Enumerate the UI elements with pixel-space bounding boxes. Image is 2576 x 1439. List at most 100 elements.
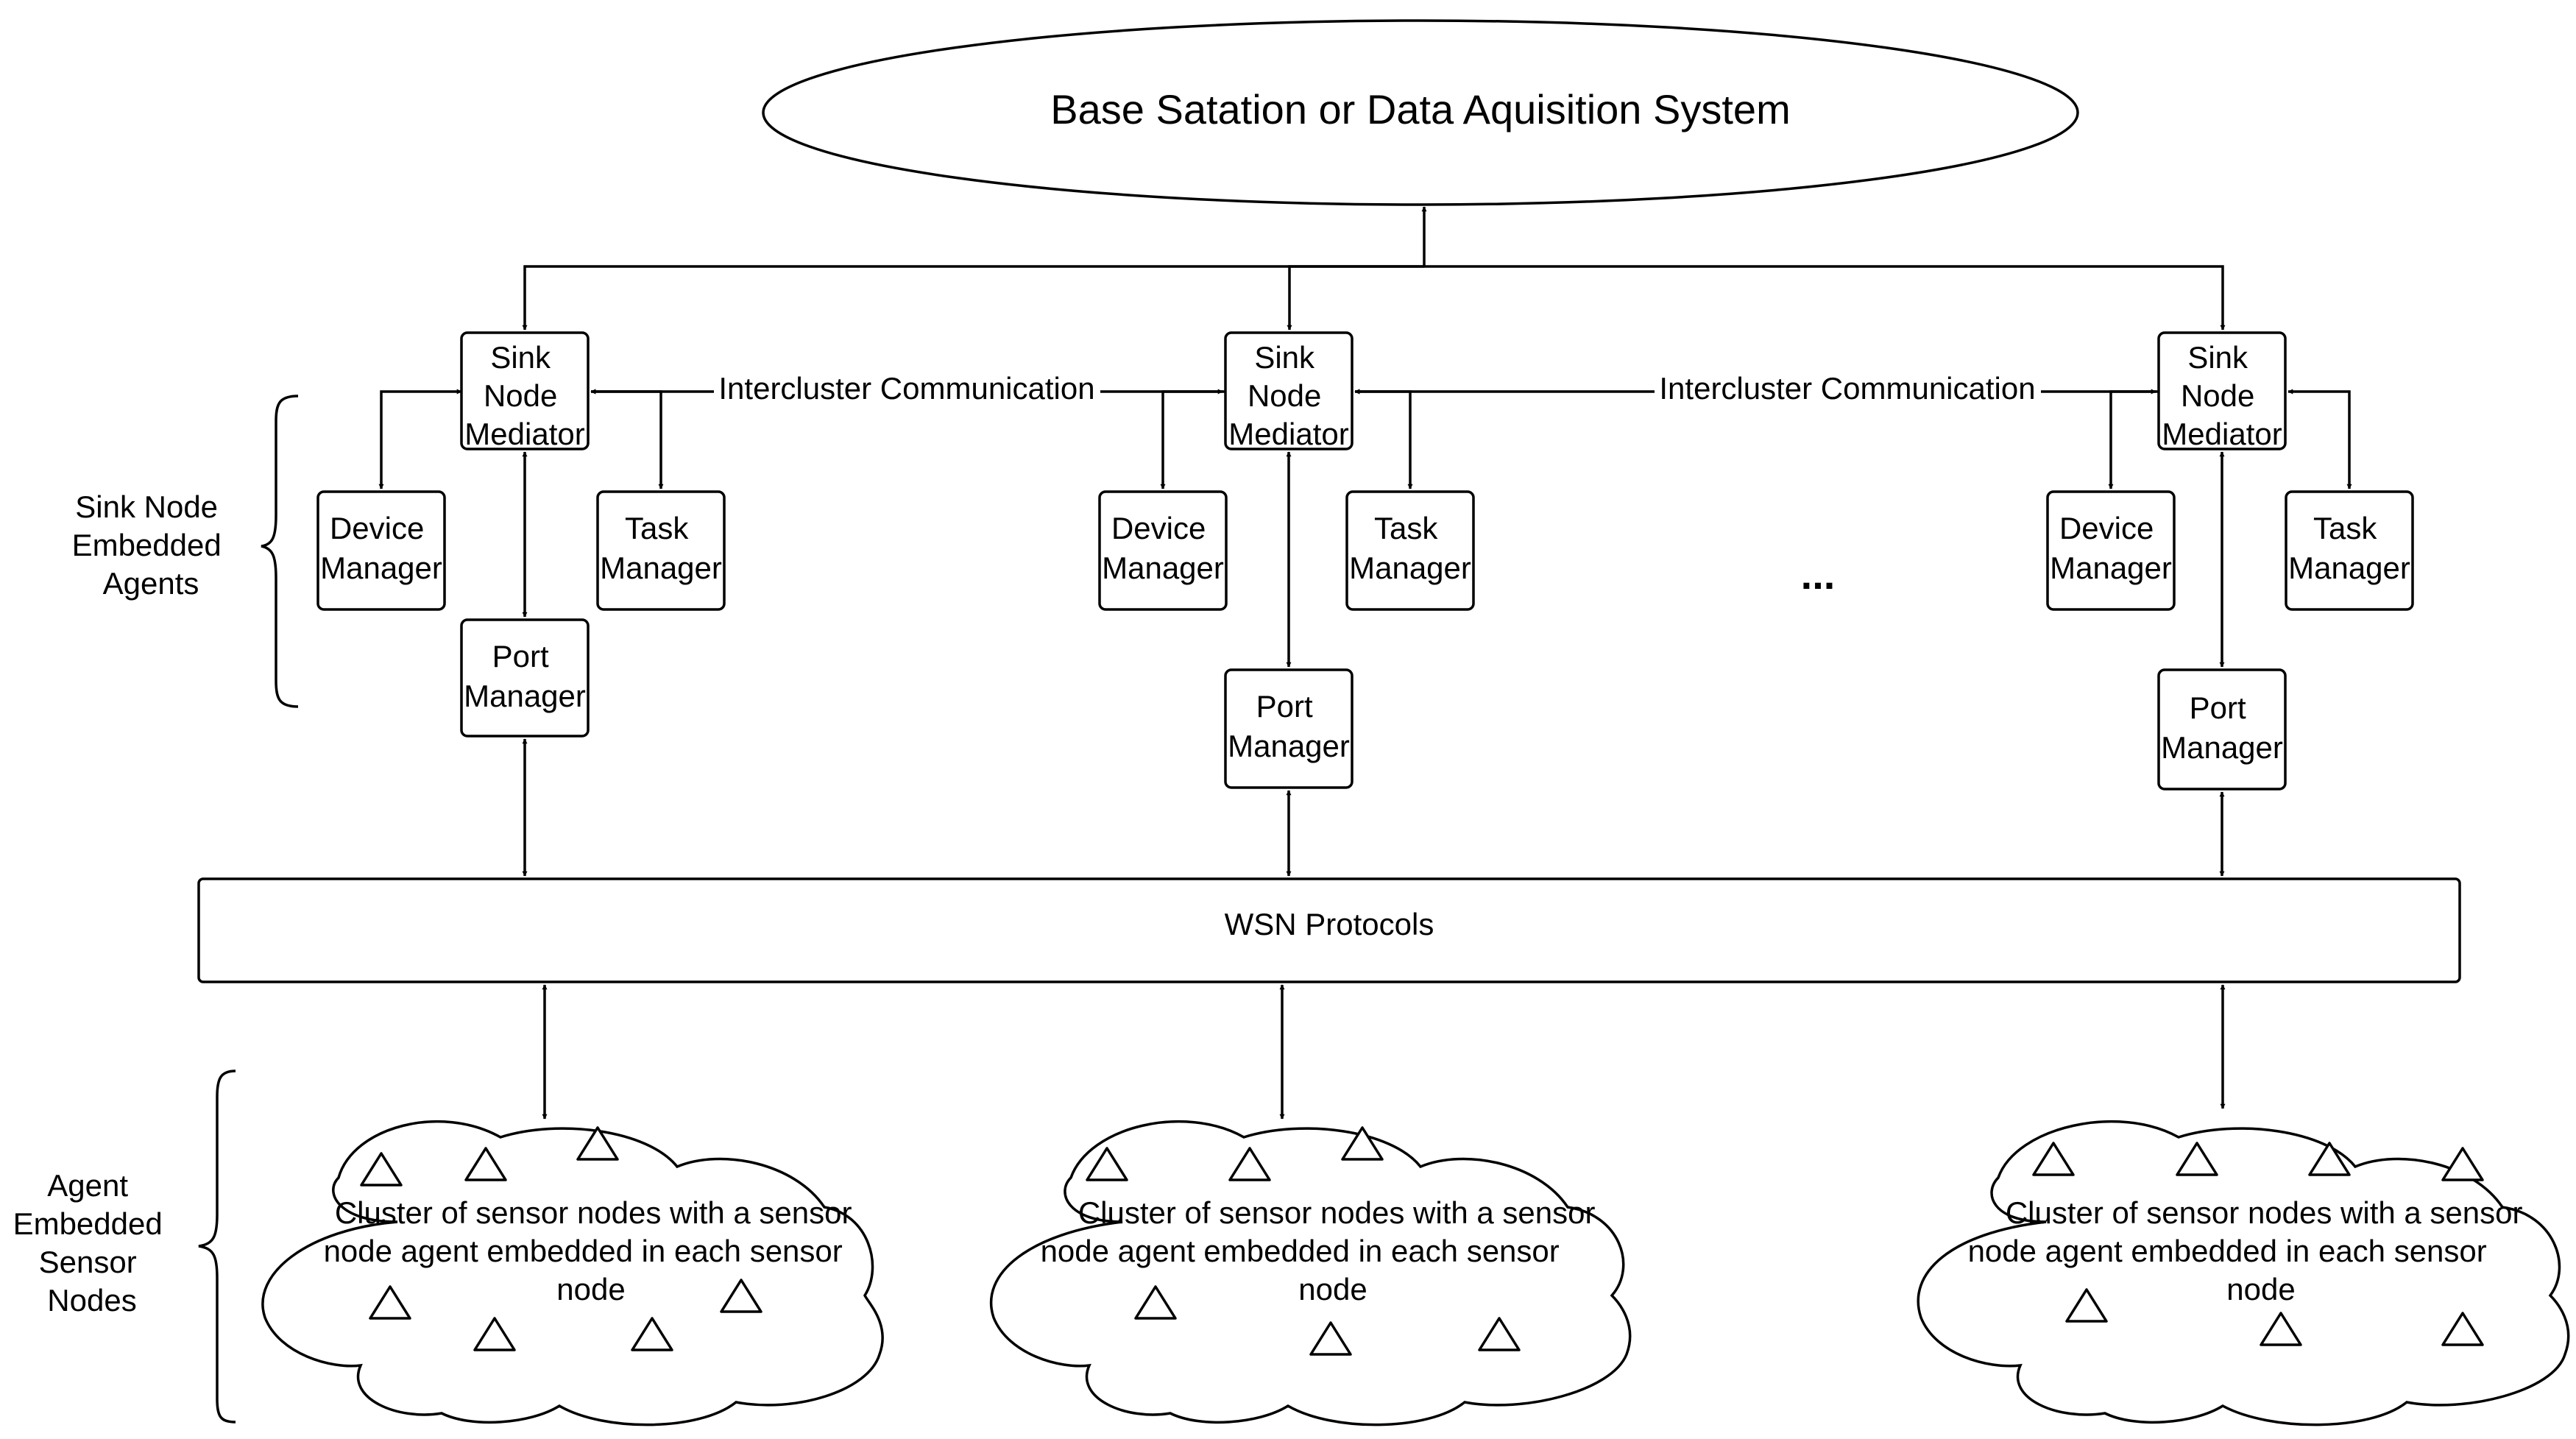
wsn-protocols-bar[interactable] [197,877,2461,983]
task-manager-1[interactable] [596,490,726,611]
triangle-icon [369,1285,411,1320]
triangle-icon [1228,1147,1271,1181]
device-label-line: Device [330,511,424,545]
svg-text:Device Manager: Device Manager [1102,511,1224,585]
triangle-icon [473,1317,516,1351]
device-manager-1[interactable] [316,490,446,611]
svg-text:Port Manager: Port Manager [2161,690,2283,765]
triangle-icon [2260,1312,2302,1346]
triangle-icon [631,1317,673,1351]
sink-label-line: Sink [2187,340,2248,375]
triangle-icon [1478,1317,1521,1351]
intercluster-links: Intercluster Communication Intercluster … [590,368,2156,409]
cloud-label-line: node [2226,1272,2295,1307]
svg-text:Device Manager: Device Manager [320,511,442,585]
sensor-cloud-1: Cluster of sensor nodes with a sensor no… [261,1120,884,1426]
sensor-agents-label-line: Agent [47,1168,128,1203]
base-station-ellipse[interactable] [762,19,2079,206]
triangle-icon [2065,1288,2108,1323]
sink-task-arrow-3 [2287,389,2352,489]
port-label-line: Manager [2161,730,2283,765]
triangle-icon [2441,1147,2484,1181]
sink-agents-group: Sink Node Embedded Agents [72,395,299,708]
device-manager-3[interactable] [2046,490,2176,611]
task-label-line: Manager [600,551,722,585]
sensor-agents-label-line: Sensor [39,1245,137,1279]
sink-label-line: Sink [490,340,551,375]
task-manager-3[interactable] [2285,490,2414,611]
cloud-label-line: Cluster of sensor nodes with a sensor [1078,1195,1596,1230]
sensor-agents-label-line: Nodes [47,1283,136,1318]
sink-agents-label-line: Embedded [72,528,222,562]
sink-label-line: Node [1248,378,1321,413]
sensor-cloud-3: Cluster of sensor nodes with a sensor no… [1917,1120,2570,1426]
curly-brace [261,395,299,708]
svg-text:Sink Node Mediator: Sink Node Mediator [1228,340,1348,451]
cloud-shape[interactable] [989,1120,1632,1426]
cloud-label-line: node agent embedded in each sensor [324,1234,843,1268]
triangle-icon [1309,1321,1352,1356]
triangle-icon [720,1279,762,1313]
device-manager-2[interactable] [1098,490,1228,611]
port-manager-1[interactable] [460,618,590,738]
svg-text:Task Manager: Task Manager [2288,511,2410,585]
svg-text:Cluster of sensor nodes with a: Cluster of sensor nodes with a sensor no… [324,1195,861,1307]
task-manager-2[interactable] [1345,490,1475,611]
sink-device-arrow-1 [378,389,462,489]
svg-text:Sink Node Mediator: Sink Node Mediator [2162,340,2282,451]
link-sink-2 [1287,265,1424,330]
cluster-2: Sink Node Mediator Device Manager Task M… [1098,331,1475,877]
task-label-line: Task [625,511,689,545]
cloud-label-line: node agent embedded in each sensor [1041,1234,1560,1268]
device-label-line: Manager [320,551,442,585]
sink-label-line: Sink [1254,340,1315,375]
task-label-line: Manager [2288,551,2410,585]
port-manager-3[interactable] [2157,668,2287,791]
sink-label-line: Node [484,378,557,413]
device-label-line: Manager [1102,551,1224,585]
svg-text:Cluster of sensor nodes with a: Cluster of sensor nodes with a sensor no… [1968,1195,2532,1307]
triangle-icon [1341,1126,1384,1161]
sink-label-line: Mediator [2162,417,2282,451]
sensor-nodes [1086,1126,1521,1356]
port-label-line: Port [1256,689,1313,724]
sink-agents-label-line: Agents [103,566,199,601]
svg-text:Agent Embedded Sen: Agent Embedded Sensor Nodes [13,1168,171,1318]
port-label-line: Port [2190,690,2246,725]
triangle-icon [2176,1142,2218,1176]
sink-label-line: Node [2181,378,2254,413]
task-label-line: Manager [1349,551,1471,585]
task-label-line: Task [2313,511,2377,545]
triangle-icon [464,1147,507,1181]
svg-text:Task Manager: Task Manager [1349,511,1471,585]
sink-task-arrow-1 [590,389,664,489]
svg-text:Device Manager: Device Manager [2050,511,2172,585]
cloud-label-line: Cluster of sensor nodes with a sensor [335,1195,852,1230]
sink-task-arrow-2 [1354,389,1413,489]
device-label-line: Device [1111,511,1206,545]
sink-device-arrow-3 [2108,390,2159,489]
sensor-cloud-2: Cluster of sensor nodes with a sensor no… [989,1120,1632,1426]
wsn-protocols-label: WSN Protocols [1225,907,1434,941]
svg-text:Cluster of sensor nodes with a: Cluster of sensor nodes with a sensor no… [1041,1195,1604,1307]
sensor-agents-label-line: Embedded [13,1206,163,1241]
cluster-1: Sink Node Mediator Device Manager Task M… [316,331,726,877]
port-label-line: Port [492,639,549,673]
triangle-icon [2308,1142,2351,1176]
base-station-label: Base Satation or Data Aquisition System [1050,86,1790,132]
cloud-shape[interactable] [1917,1120,2570,1426]
port-manager-2[interactable] [1224,668,1354,789]
task-label-line: Task [1374,511,1438,545]
triangle-icon [576,1126,619,1161]
cloud-shape[interactable] [261,1120,884,1426]
port-label-line: Manager [464,679,586,713]
svg-text:Task Manager: Task Manager [600,511,722,585]
cloud-label-line: Cluster of sensor nodes with a sensor [2006,1195,2523,1230]
svg-text:Sink Node Embedded: Sink Node Embedded Agents [72,489,230,601]
svg-text:Sink Node Mediator: Sink Node Mediator [464,340,584,451]
device-label-line: Manager [2050,551,2172,585]
cluster-3: Sink Node Mediator Device Manager Task M… [2046,331,2414,877]
triangle-icon [1134,1285,1177,1320]
svg-text:Port Manager: Port Manager [1228,689,1350,763]
